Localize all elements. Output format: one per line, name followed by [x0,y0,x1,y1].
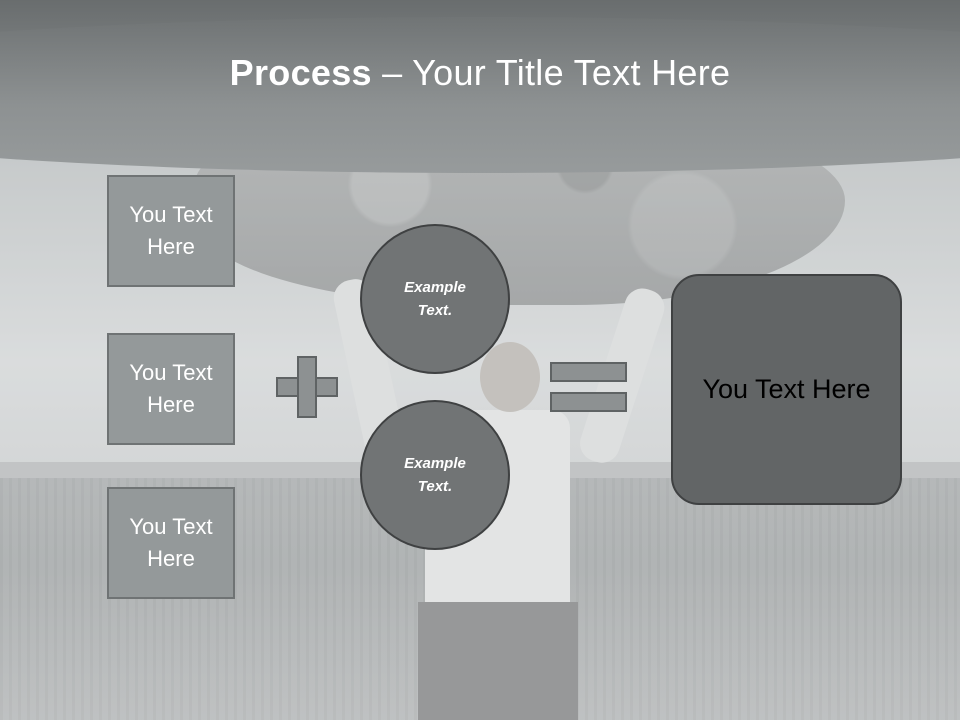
title-rest: – Your Title Text Here [371,52,731,93]
example-circle-1[interactable]: Example Text. [360,224,510,374]
example-circle-2[interactable]: Example Text. [360,400,510,550]
text-box-3[interactable]: You Text Here [107,487,235,599]
header-arc [0,17,960,173]
text-box-2[interactable]: You Text Here [107,333,235,445]
person-pants [418,602,578,720]
person-head [480,342,540,412]
example-circle-1-text: Example Text. [404,279,466,319]
slide-title[interactable]: Process – Your Title Text Here [0,52,960,94]
title-bold: Process [229,52,372,93]
example-circle-2-text: Example Text. [404,455,466,495]
plus-icon [276,356,338,418]
result-box[interactable]: You Text Here [671,274,902,505]
plus-icon-center [299,379,315,395]
equals-icon-bottom-bar [550,392,627,412]
text-box-1[interactable]: You Text Here [107,175,235,287]
equals-icon-top-bar [550,362,627,382]
